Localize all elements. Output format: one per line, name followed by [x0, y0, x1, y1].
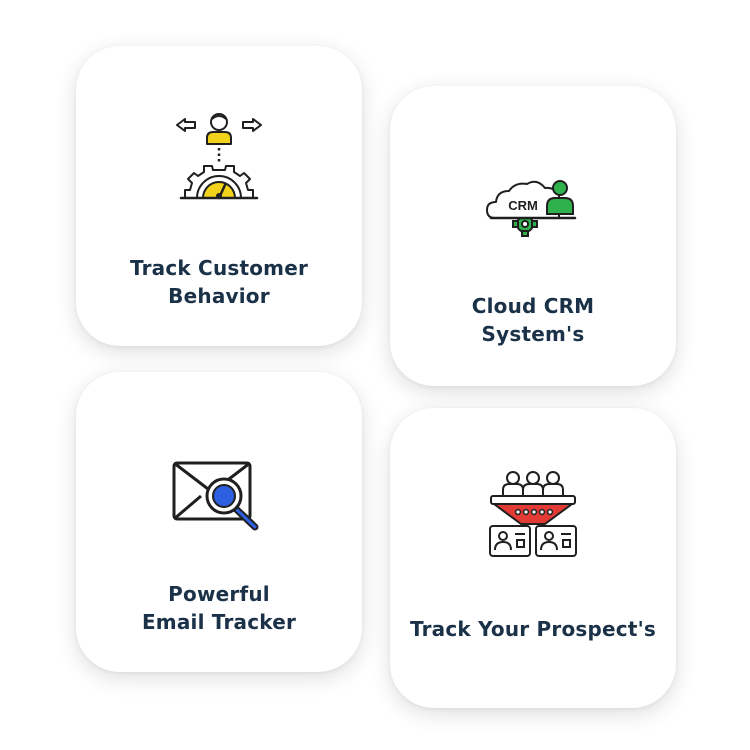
- card-title: Powerful Email Tracker: [141, 582, 297, 634]
- cloud-crm-icon: CRM: [486, 180, 577, 237]
- email-search-icon: [172, 461, 259, 531]
- card-powerful-email-tracker: Powerful Email Tracker: [76, 372, 362, 672]
- customer-behavior-gauge-icon: [176, 113, 262, 200]
- card-title: Track Your Prospect's: [409, 617, 657, 641]
- card-cloud-crm-systems: CRM Cloud CRM System's: [390, 86, 676, 386]
- card-title: Track Customer Behavior: [129, 256, 309, 308]
- prospect-funnel-icon: [489, 471, 577, 557]
- card-track-your-prospects: Track Your Prospect's: [390, 408, 676, 708]
- card-title: Cloud CRM System's: [471, 294, 595, 346]
- card-track-customer-behavior: Track Customer Behavior: [76, 46, 362, 346]
- crm-text: CRM: [508, 198, 538, 213]
